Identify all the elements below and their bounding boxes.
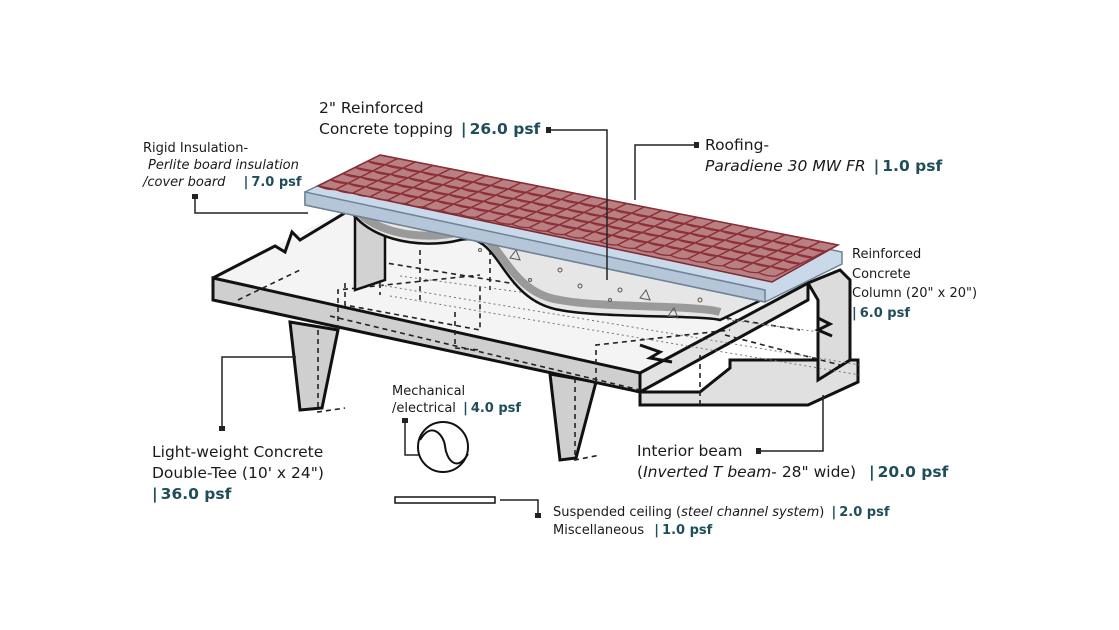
label-concrete-topping-line2: Concrete topping — [319, 120, 453, 138]
label-suspended-ceiling: Suspended ceiling (steel channel system)… — [553, 504, 890, 540]
label-concrete-column-line2: Concrete — [852, 266, 911, 282]
label-double-tee: Light-weight Concrete Double-Tee (10' x … — [152, 442, 324, 505]
double-tee-stem-left — [288, 320, 340, 412]
label-miscellaneous-value: 1.0 psf — [662, 523, 713, 538]
leader-ticks — [192, 127, 761, 518]
label-interior-beam-rest: - 28" wide) — [771, 463, 857, 481]
label-interior-beam-type: Inverted T beam — [643, 463, 772, 481]
label-concrete-column-line3: Column (20" x 20") — [852, 286, 978, 301]
label-separator: | — [831, 505, 837, 520]
label-suspended-ceiling-text: Suspended ceiling ( — [553, 505, 682, 520]
label-concrete-column-line1: Reinforced — [852, 247, 922, 262]
rigid-insulation-front — [304, 191, 766, 303]
label-suspended-ceiling-value: 2.0 psf — [839, 505, 890, 520]
label-roofing-line1: Roofing- — [705, 136, 770, 154]
label-interior-beam-line1: Interior beam — [637, 442, 743, 460]
label-separator: | — [868, 463, 875, 481]
label-suspended-ceiling-system: steel channel system — [681, 505, 820, 520]
roof-tiles — [316, 154, 840, 277]
mechanical-duct-wave — [419, 429, 469, 465]
mechanical-duct-icon — [417, 421, 469, 473]
label-concrete-column: Reinforced Concrete Column (20" x 20") |… — [852, 245, 977, 323]
label-roofing-value: 1.0 psf — [882, 157, 943, 175]
label-rigid-insulation: Rigid Insulation- Perlite board insulati… — [143, 140, 302, 191]
label-double-tee-line1: Light-weight Concrete — [152, 443, 324, 461]
label-concrete-topping: 2" Reinforced Concrete topping |26.0 psf — [319, 98, 540, 140]
label-mechanical-line1: Mechanical — [392, 384, 466, 399]
label-rigid-insulation-value: 7.0 psf — [251, 175, 302, 190]
double-tee-flange-side — [638, 280, 810, 395]
column-break-line — [814, 316, 834, 338]
interior-beam-face — [638, 358, 860, 407]
label-separator: | — [152, 485, 158, 503]
label-mechanical: Mechanical /electrical |4.0 psf — [392, 383, 521, 417]
roof-tile — [756, 265, 791, 277]
label-interior-beam-open: ( — [637, 463, 644, 481]
suspended-ceiling-icon — [394, 496, 496, 504]
label-separator: | — [852, 305, 857, 321]
label-double-tee-value: 36.0 psf — [160, 485, 232, 503]
label-separator: | — [463, 401, 468, 416]
label-interior-beam-value: 20.0 psf — [877, 463, 949, 481]
label-separator: | — [654, 523, 660, 538]
label-miscellaneous-text: Miscellaneous — [553, 523, 645, 538]
beam-break-line — [639, 343, 673, 364]
label-separator: | — [460, 120, 467, 138]
label-double-tee-line2: Double-Tee (10' x 24") — [152, 464, 324, 482]
concrete-topping-edge — [346, 196, 722, 316]
label-roofing: Roofing- Paradiene 30 MW FR |1.0 psf — [705, 135, 942, 177]
label-concrete-topping-value: 26.0 psf — [469, 120, 541, 138]
label-concrete-topping-line1: 2" Reinforced — [319, 99, 424, 117]
label-rigid-insulation-line3: /cover board — [143, 175, 226, 190]
label-suspended-ceiling-close: ) — [819, 505, 825, 520]
label-concrete-column-value: 6.0 psf — [859, 305, 911, 321]
label-rigid-insulation-line1: Rigid Insulation- — [143, 141, 249, 156]
label-mechanical-line2: /electrical — [392, 401, 456, 416]
label-separator: | — [243, 175, 249, 190]
label-roofing-product: Paradiene 30 MW FR — [705, 157, 866, 175]
deck-break-line — [212, 191, 379, 280]
label-rigid-insulation-line2: Perlite board insulation — [148, 158, 299, 173]
leader-lines — [194, 129, 824, 516]
label-separator: | — [873, 157, 880, 175]
double-tee-stem-right — [548, 372, 598, 462]
label-mechanical-value: 4.0 psf — [470, 401, 522, 416]
label-interior-beam: Interior beam (Inverted T beam- 28" wide… — [637, 441, 948, 483]
